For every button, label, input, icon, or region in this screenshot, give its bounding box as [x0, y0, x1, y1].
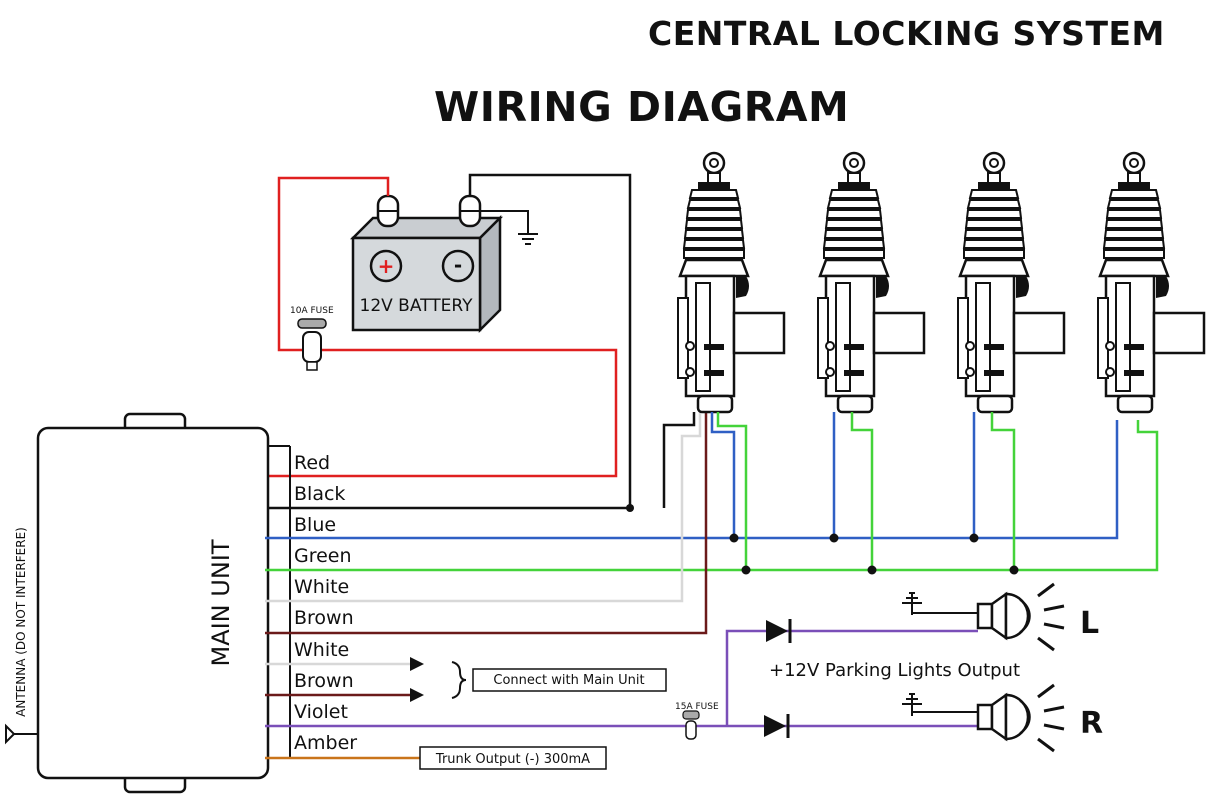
connect-brace [451, 661, 467, 699]
fuse-10a-label: 10A FUSE [290, 306, 334, 316]
parking-lights-label: +12V Parking Lights Output [769, 660, 1020, 681]
fuse-15a: 15A FUSE [675, 702, 719, 740]
wire-label-brown: Brown [294, 607, 354, 629]
door-lock-actuator-icon [676, 151, 786, 414]
wire-label-violet: Violet [294, 701, 348, 723]
trunk-note: Trunk Output (-) 300mA [435, 752, 590, 767]
lamp-icon [976, 582, 1066, 652]
wire-label-brown-2: Brown [294, 670, 354, 692]
ground-icon [517, 221, 539, 245]
red-wire [265, 176, 618, 478]
diagram-subtitle: WIRING DIAGRAM [434, 83, 850, 131]
door-lock-actuator-icon [956, 151, 1066, 414]
diode-icon [766, 619, 792, 643]
connect-note-box [472, 668, 667, 692]
wire-label-white: White [294, 576, 349, 598]
fuse-10a: 10A FUSE [290, 306, 334, 371]
wire-label-white-2: White [294, 639, 349, 661]
main-unit-label: MAIN UNIT [207, 539, 235, 666]
door-lock-actuator-icon [816, 151, 926, 414]
diagram-title: CENTRAL LOCKING SYSTEM [648, 14, 1165, 53]
antenna-label: ANTENNA (DO NOT INTERFERE) [14, 527, 28, 717]
white-wire [265, 410, 702, 603]
lamp-right-label: R [1080, 706, 1103, 741]
main-unit: MAIN UNIT [36, 412, 291, 794]
wire-label-green: Green [294, 545, 352, 567]
trunk-note-box [419, 746, 607, 770]
fuse-15a-label: 15A FUSE [675, 702, 719, 712]
lamp-left-label: L [1080, 606, 1099, 641]
brown-wire [265, 410, 708, 635]
connect-note: Connect with Main Unit [493, 673, 644, 688]
black-wire [265, 173, 632, 510]
wire-label-blue: Blue [294, 514, 336, 536]
battery-minus-symbol: - [454, 253, 462, 277]
door-lock-actuator-icon [1096, 151, 1206, 414]
lamp-icon [976, 683, 1066, 753]
wire-label-black: Black [294, 483, 345, 505]
battery: + - 12V BATTERY [349, 194, 504, 334]
battery-plus-symbol: + [378, 254, 395, 278]
antenna: ANTENNA (DO NOT INTERFERE) [5, 527, 38, 745]
blue-wire [265, 420, 1119, 540]
battery-label: 12V BATTERY [360, 296, 474, 316]
wire-label-red: Red [294, 452, 330, 474]
diode-icon [764, 714, 790, 738]
green-wire [265, 420, 1159, 572]
wire-label-amber: Amber [294, 732, 357, 754]
